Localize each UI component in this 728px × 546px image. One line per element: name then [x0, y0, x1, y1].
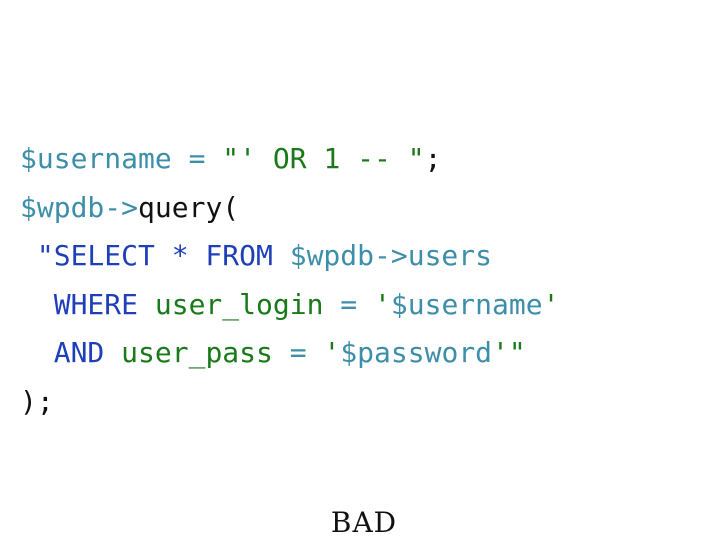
- code-token-str: user_pass: [121, 336, 290, 370]
- code-token-var: =: [340, 287, 375, 321]
- code-token-var: $username: [20, 142, 172, 175]
- code-token-str: ': [323, 336, 341, 370]
- code-line: "SELECT * FROM $wpdb->users: [20, 232, 559, 281]
- code-token-plain: ;: [424, 142, 442, 175]
- code-token-kw: AND: [20, 336, 122, 370]
- slide-caption: BAD: [330, 506, 398, 539]
- code-token-kw: "SELECT * FROM: [20, 239, 290, 273]
- code-token-str: "' OR 1 -- ": [222, 142, 425, 175]
- code-token-str: ': [374, 287, 391, 321]
- code-token-var: =: [171, 142, 223, 175]
- code-line: WHERE user_login = '$username': [20, 281, 560, 330]
- code-token-str: user_login: [154, 287, 341, 321]
- code-token-var: $wpdb->: [20, 190, 139, 224]
- code-token-str: '": [492, 336, 526, 370]
- code-line: );: [20, 378, 559, 427]
- code-line: AND user_pass = '$password'": [20, 329, 559, 378]
- code-token-str: ': [542, 287, 560, 321]
- code-token-var: $username: [390, 287, 543, 321]
- code-token-var: $password: [340, 336, 493, 370]
- code-token-kw: WHERE: [20, 287, 155, 321]
- code-block: $username = "' OR 1 -- ";$wpdb->query( "…: [20, 135, 559, 427]
- code-token-plain: );: [20, 384, 54, 418]
- code-token-var: $wpdb->users: [289, 239, 493, 273]
- code-line: $wpdb->query(: [20, 184, 559, 233]
- code-line: $username = "' OR 1 -- ";: [20, 135, 559, 184]
- code-token-var: =: [289, 336, 324, 370]
- code-token-plain: query(: [138, 190, 240, 224]
